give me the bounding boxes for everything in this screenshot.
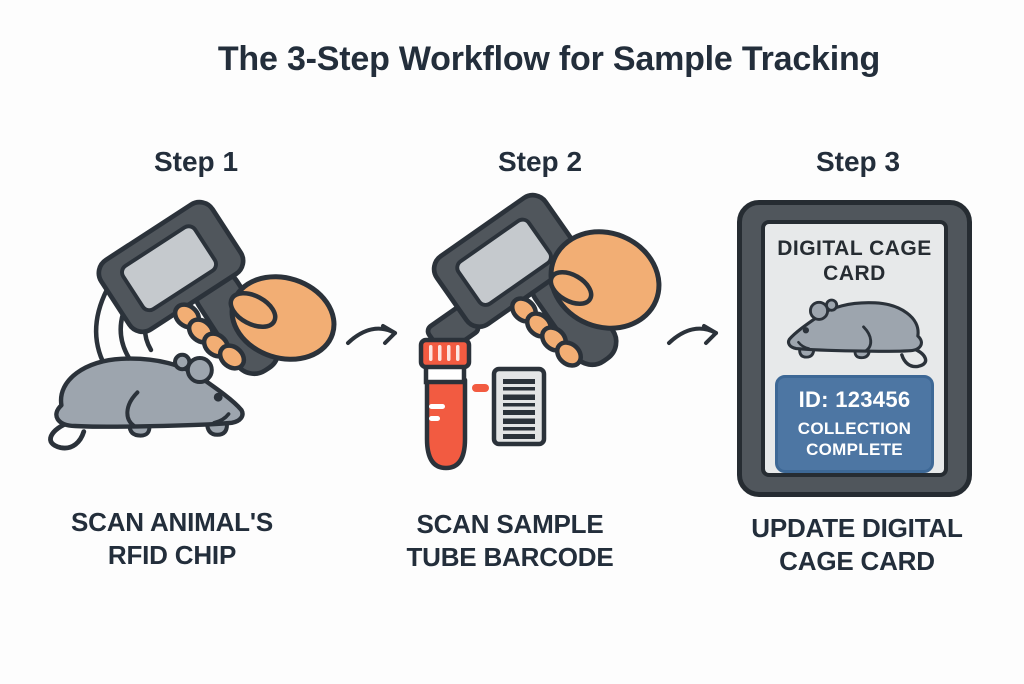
step3-label: Step 3: [815, 146, 901, 177]
page-title: The 3-Step Workflow for Sample Tracking: [217, 40, 881, 78]
status-panel: ID: 123456 COLLECTION COMPLETE: [775, 375, 934, 473]
step1-caption: SCAN ANIMAL'S RFID CHIP: [71, 507, 273, 571]
sample-tube-icon: [418, 337, 472, 471]
mouse-icon: [50, 355, 242, 448]
barcode-label-icon: [491, 366, 547, 447]
step1-label: Step 1: [153, 146, 239, 177]
arrow-right-icon: [346, 324, 397, 345]
collection-status: COLLECTION COMPLETE: [797, 418, 912, 459]
step2-illustration: [418, 188, 662, 471]
red-dash: [472, 384, 489, 392]
arrow-right-icon: [667, 324, 718, 345]
step2-caption: SCAN SAMPLE TUBE BARCODE: [406, 509, 614, 573]
step2-label: Step 2: [497, 146, 583, 177]
cage-card-mouse-icon: [786, 298, 927, 369]
cage-card-title: DIGITAL CAGE CARD: [777, 237, 932, 286]
animal-id: ID: 123456: [798, 387, 911, 413]
tablet-screen: DIGITAL CAGE CARD ID: 123456 COLLECTION …: [761, 220, 948, 477]
step3-caption: UPDATE DIGITAL CAGE CARD: [751, 513, 963, 577]
hand: [509, 229, 662, 368]
digital-cage-card-tablet: DIGITAL CAGE CARD ID: 123456 COLLECTION …: [737, 200, 972, 497]
step1-illustration: [35, 188, 337, 488]
hand: [172, 274, 337, 371]
